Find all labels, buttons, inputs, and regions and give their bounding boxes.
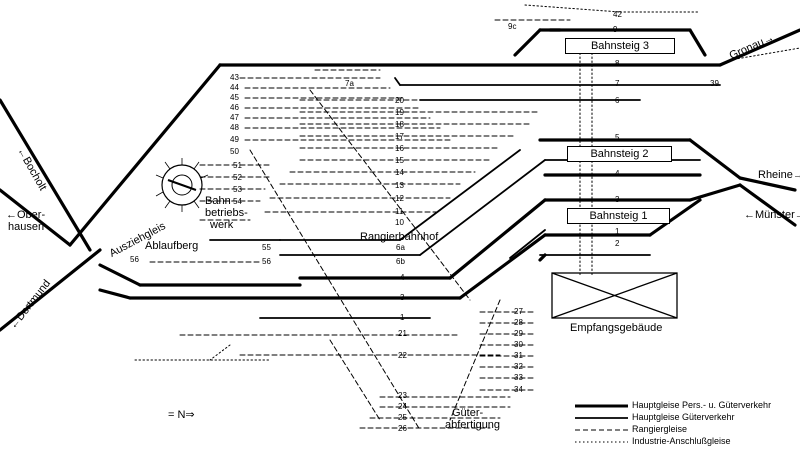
rangierbahnhof-label: Rangierbahnhof — [360, 231, 439, 243]
direction-rheine: Rheine→ — [758, 169, 800, 181]
direction-muenster: ←Münster→ — [744, 209, 800, 221]
track-number: 4 — [615, 169, 620, 178]
platform-3: Bahnsteig 3 — [565, 38, 675, 54]
track-number: 20 — [395, 96, 404, 105]
platform-3-label: Bahnsteig 3 — [590, 40, 650, 52]
track-number: 1 — [400, 313, 405, 322]
track-number: 54 — [233, 197, 242, 206]
track-number: 49 — [230, 135, 239, 144]
legend-item: Industrie-Anschlußgleise — [632, 436, 731, 446]
track-number: 25 — [398, 413, 407, 422]
track-number: 7a — [345, 79, 354, 88]
empfangsgebaeude-label: Empfangsgebäude — [570, 322, 663, 334]
track-number: 32 — [514, 362, 523, 371]
track-number: 1 — [615, 227, 620, 236]
track-number: 31 — [514, 351, 523, 360]
track-number: 28 — [514, 318, 523, 327]
track-number: 6 — [615, 96, 620, 105]
platform-2-label: Bahnsteig 2 — [590, 148, 649, 160]
legend-samples — [575, 404, 628, 443]
track-number: 3 — [400, 293, 405, 302]
track-number: 44 — [230, 83, 239, 92]
track-number: 29 — [514, 329, 523, 338]
gueter-label-2: abfertigung — [445, 419, 501, 431]
legend-item: Hauptgleise Pers.- u. Güterverkehr — [632, 400, 772, 410]
track-number: 22 — [398, 351, 407, 360]
bw-label-3: werk — [210, 219, 234, 231]
track-number: 14 — [395, 168, 404, 177]
platform-2: Bahnsteig 2 — [567, 146, 672, 162]
track-number: 53 — [233, 185, 242, 194]
yard-tracks — [149, 19, 571, 431]
north-arrow: = N⇒ — [168, 409, 195, 421]
track-number: 10 — [395, 218, 404, 227]
track-number: 5 — [615, 133, 620, 142]
track-number: 24 — [398, 402, 407, 411]
bw-label-2: betriebs- — [205, 207, 248, 219]
track-number: 18 — [395, 120, 404, 129]
track-number: 9 — [613, 25, 618, 34]
track-number: 52 — [233, 173, 242, 182]
bw-label-1: Bahn- — [205, 195, 235, 207]
track-number: 6b — [396, 257, 405, 266]
track-number: 47 — [230, 113, 239, 122]
track-number: 12 — [395, 194, 404, 203]
track-number: 15 — [395, 156, 404, 165]
track-number: 26 — [398, 424, 407, 433]
track-number: 34 — [514, 385, 523, 394]
turntable — [155, 158, 209, 212]
track-number: 21 — [398, 329, 407, 338]
track-number: 55 — [262, 243, 271, 252]
track-number: 9c — [508, 22, 517, 31]
legend-item: Rangiergleise — [632, 424, 688, 434]
track-number: 39 — [710, 79, 719, 88]
track-number: 11 — [395, 207, 404, 216]
direction-oberhausen-1: ←Ober- — [6, 209, 46, 221]
legend-item: Hauptgleise Güterverkehr — [632, 412, 735, 422]
main-tracks — [0, 28, 800, 300]
track-number: 50 — [230, 147, 239, 156]
ablaufberg-label: Ablaufberg — [145, 240, 199, 252]
gueter-label-1: Güter- — [452, 407, 484, 419]
track-number: 23 — [398, 391, 407, 400]
track-number: 42 — [613, 10, 622, 19]
track-number: 43 — [230, 73, 239, 82]
track-number: 6a — [396, 243, 405, 252]
track-number: 7 — [615, 79, 620, 88]
track-number: 2 — [615, 239, 620, 248]
track-number: 56 — [130, 255, 139, 264]
track-number: 48 — [230, 123, 239, 132]
track-number: 56 — [262, 257, 271, 266]
track-number: 46 — [230, 103, 239, 112]
station-building — [551, 272, 678, 319]
track-number: 19 — [395, 108, 404, 117]
track-number: 4 — [400, 273, 405, 282]
industry-tracks — [134, 4, 800, 361]
track-number: 27 — [514, 307, 523, 316]
track-number: 16 — [395, 144, 404, 153]
track-number: 51 — [233, 161, 242, 170]
track-number: 8 — [615, 59, 620, 68]
track-number: 17 — [395, 132, 404, 141]
track-number: 13 — [395, 181, 404, 190]
platform-1-label: Bahnsteig 1 — [589, 210, 648, 222]
track-number: 3 — [615, 195, 620, 204]
track-number: 33 — [514, 373, 523, 382]
track-number: 30 — [514, 340, 523, 349]
direction-oberhausen-2: hausen — [8, 221, 45, 233]
platform-1: Bahnsteig 1 — [567, 208, 670, 224]
track-number: 45 — [230, 93, 239, 102]
